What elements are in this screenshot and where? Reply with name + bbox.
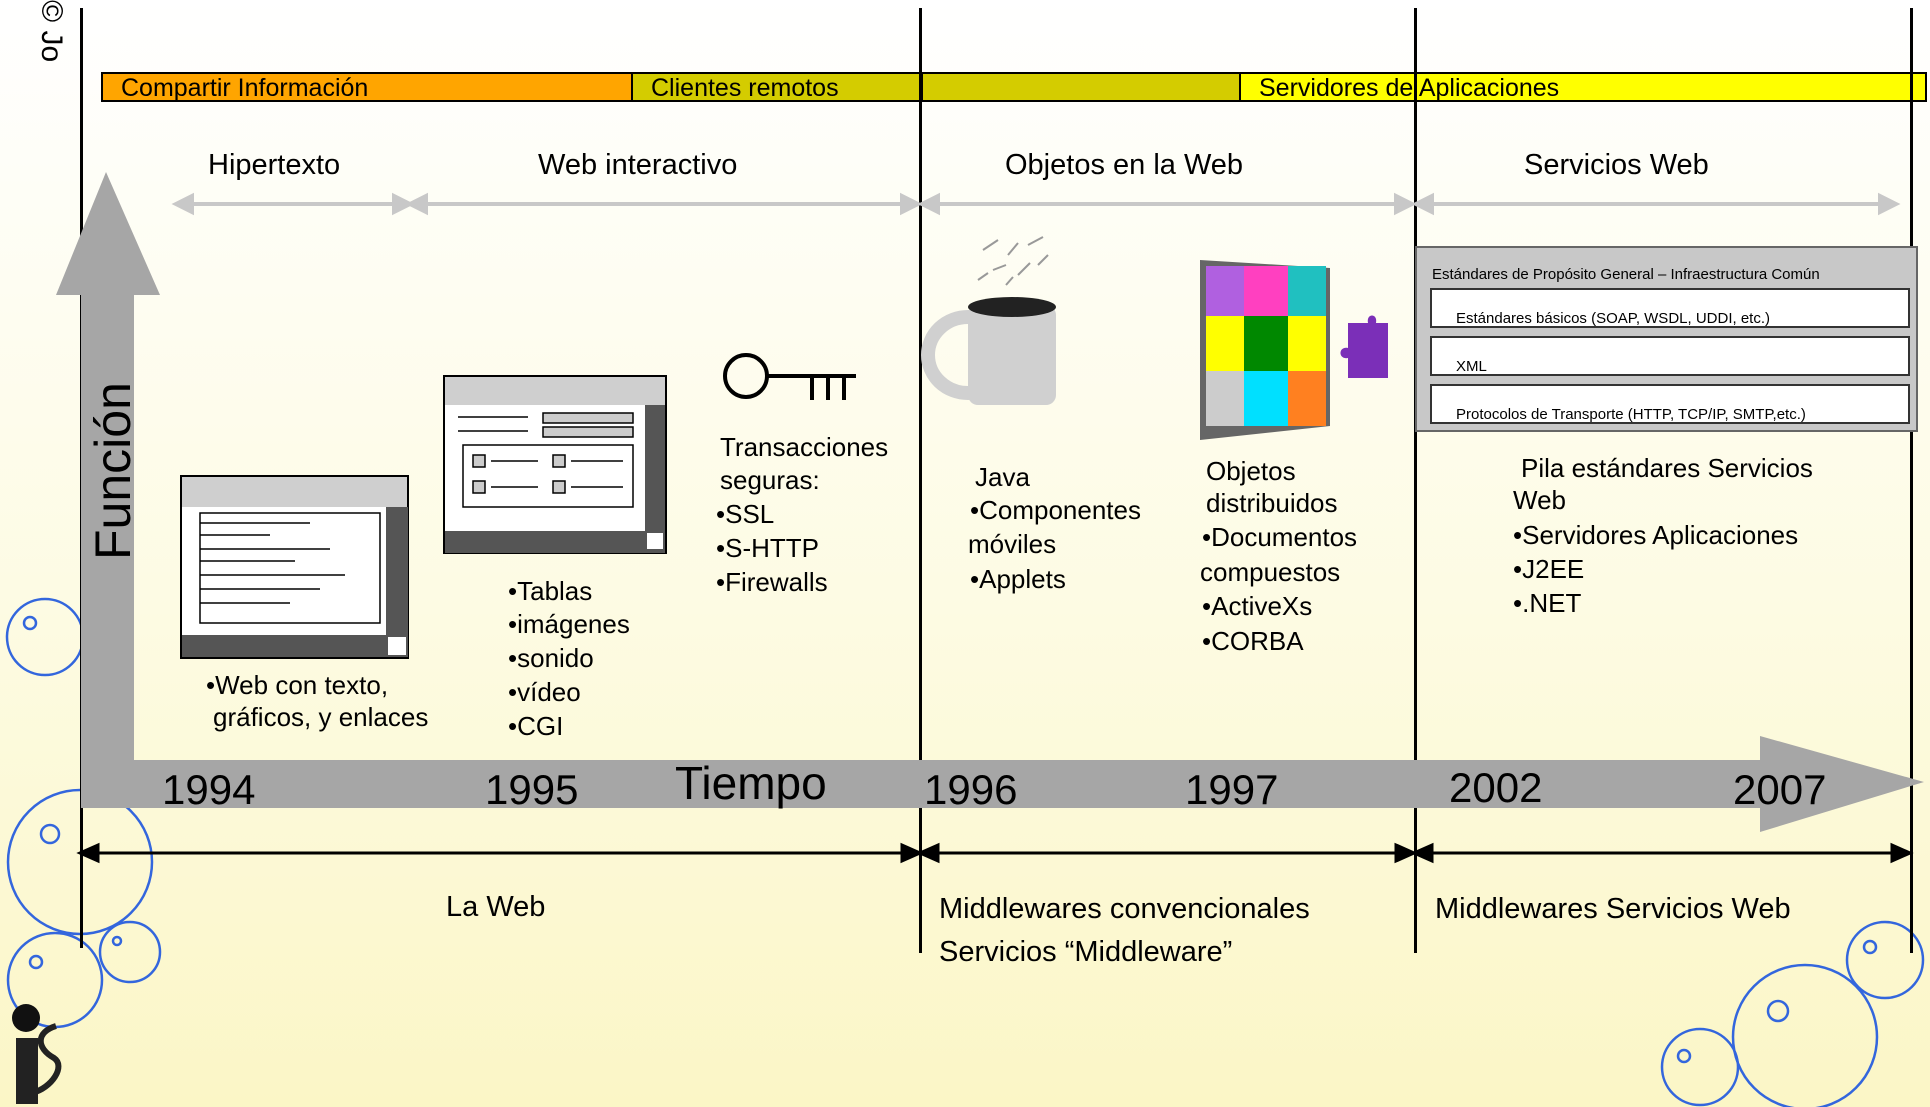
ws-stack-row: XML bbox=[1430, 336, 1910, 376]
caption-line: Web bbox=[1513, 485, 1566, 515]
caption-line: •imágenes bbox=[508, 609, 630, 639]
caption-line: •sonido bbox=[508, 643, 594, 673]
era-arrows bbox=[76, 842, 1914, 864]
caption-line: •.NET bbox=[1513, 588, 1582, 618]
era-label: La Web bbox=[446, 891, 546, 923]
phase-label: Web interactivo bbox=[538, 149, 738, 181]
java-coffee-icon bbox=[921, 236, 1056, 405]
caption-line: móviles bbox=[968, 529, 1057, 559]
puzzle-icon bbox=[1200, 260, 1388, 440]
caption-line: Transacciones bbox=[720, 432, 889, 462]
era-label: Servicios “Middleware” bbox=[939, 936, 1233, 968]
caption-line: seguras: bbox=[720, 465, 820, 495]
era-label: Middlewares convencionales bbox=[939, 893, 1310, 925]
year-label: 1996 bbox=[924, 766, 1018, 813]
year-label: 1994 bbox=[162, 766, 256, 813]
logo-icon bbox=[12, 1004, 62, 1104]
caption-line: •Componentes bbox=[970, 495, 1141, 525]
caption-line: •Tablas bbox=[508, 576, 593, 606]
caption-line: Java bbox=[975, 462, 1030, 492]
ws-stack-row: Estándares básicos (SOAP, WSDL, UDDI, et… bbox=[1430, 288, 1910, 328]
y-axis-label: Función bbox=[85, 382, 141, 560]
caption-line: gráficos, y enlaces bbox=[213, 702, 429, 732]
caption-line: •S-HTTP bbox=[716, 533, 819, 563]
caption-line: •CGI bbox=[508, 711, 564, 741]
year-label: 2007 bbox=[1733, 766, 1827, 813]
ws-stack-row: Protocolos de Transporte (HTTP, TCP/IP, … bbox=[1430, 384, 1910, 424]
caption-line: •Documentos bbox=[1202, 522, 1358, 552]
era-label: Middlewares Servicios Web bbox=[1435, 893, 1791, 925]
caption-line: Pila estándares Servicios bbox=[1521, 453, 1813, 483]
phase-label: Hipertexto bbox=[208, 149, 341, 181]
year-label: 1997 bbox=[1185, 766, 1279, 813]
era-divider bbox=[919, 8, 922, 953]
x-axis-label: Tiempo bbox=[675, 757, 827, 809]
phase-arrows bbox=[171, 192, 1901, 216]
era-divider bbox=[1910, 8, 1913, 953]
caption-line: distribuidos bbox=[1206, 488, 1338, 518]
phase-label: Servicios Web bbox=[1524, 149, 1709, 181]
bar-segment bbox=[921, 72, 1241, 102]
bar-segment: Compartir Información bbox=[101, 72, 633, 102]
caption-line: Objetos bbox=[1206, 456, 1296, 486]
caption-line: •Web con texto, bbox=[206, 670, 389, 700]
phase-label: Objetos en la Web bbox=[1005, 149, 1244, 181]
era-divider bbox=[1414, 8, 1417, 953]
year-label: 2002 bbox=[1449, 764, 1543, 811]
caption-line: •Applets bbox=[970, 564, 1066, 594]
caption-line: •SSL bbox=[716, 499, 775, 529]
caption-line: •CORBA bbox=[1202, 626, 1304, 656]
caption-line: •J2EE bbox=[1513, 554, 1585, 584]
caption-line: •ActiveXs bbox=[1202, 591, 1313, 621]
bar-segment: Servidores de Aplicaciones bbox=[1239, 72, 1927, 102]
caption-line: compuestos bbox=[1200, 557, 1341, 587]
bar-segment: Clientes remotos bbox=[631, 72, 923, 102]
ws-stack-title: Estándares de Propósito General – Infrae… bbox=[1432, 266, 1820, 283]
caption-line: •vídeo bbox=[508, 677, 581, 707]
caption-line: •Firewalls bbox=[716, 567, 828, 597]
year-label: 1995 bbox=[485, 766, 579, 813]
caption-line: •Servidores Aplicaciones bbox=[1513, 520, 1799, 550]
key-icon bbox=[723, 353, 856, 400]
form-page-icon bbox=[443, 375, 667, 554]
web-page-icon bbox=[180, 475, 409, 659]
